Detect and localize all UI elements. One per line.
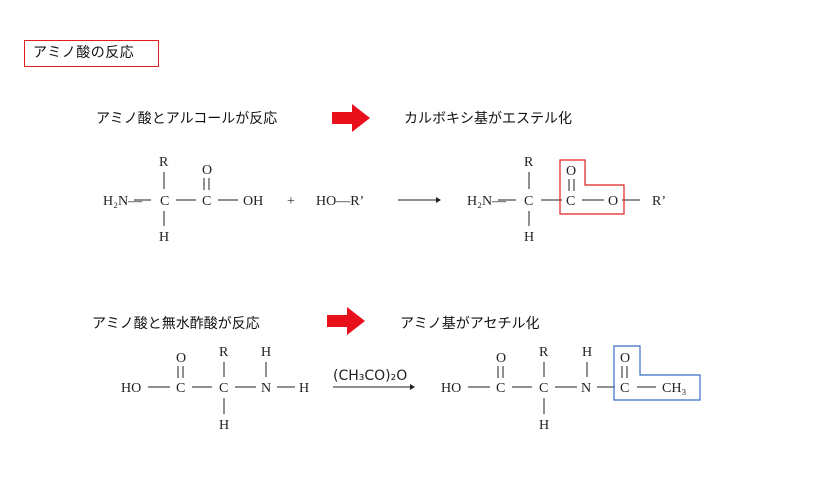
r2p-nitrogen: N <box>581 381 591 396</box>
r1-plus-sign: + <box>287 194 295 209</box>
r2-hydroxyl: HO <box>121 381 141 396</box>
r2p-acetyl-carbon: C <box>620 381 629 396</box>
r2p-carbonyl-carbon: C <box>496 381 505 396</box>
red-arrow-1 <box>332 104 370 132</box>
r1-r-group: R <box>159 155 169 170</box>
r2p-methyl: CH₃ <box>662 381 686 396</box>
r1-alcohol: HO—R’ <box>316 194 364 209</box>
r1-amine-group: H₂N— <box>103 194 143 209</box>
r2-amine-hydrogen-right: H <box>299 381 309 396</box>
r2-reagent: (CH₃CO)₂O <box>333 368 407 384</box>
r1p-r-prime: R’ <box>652 194 666 209</box>
r1-hydroxyl: OH <box>243 194 263 209</box>
r1p-carbonyl-carbon: C <box>566 194 575 209</box>
r2-amine-hydrogen-top: H <box>261 345 271 360</box>
r2p-alpha-carbon: C <box>539 381 548 396</box>
reaction1-result: カルボキシ基がエステル化 <box>404 111 572 127</box>
r1-alpha-carbon: C <box>160 194 169 209</box>
ester-highlight-box <box>559 159 625 215</box>
r1-alpha-hydrogen: H <box>159 230 169 245</box>
r2-alpha-carbon: C <box>219 381 228 396</box>
reaction1-caption: アミノ酸とアルコールが反応 <box>96 111 278 127</box>
reaction2-caption: アミノ酸と無水酢酸が反応 <box>92 316 260 332</box>
red-arrow-2 <box>327 307 365 335</box>
r1-carbonyl-carbon: C <box>202 194 211 209</box>
section-title: アミノ酸の反応 <box>24 40 159 67</box>
acetyl-highlight-box <box>613 345 701 401</box>
r1p-r-group: R <box>524 155 534 170</box>
r2-nitrogen: N <box>261 381 271 396</box>
r2p-acetyl-oxygen: O <box>620 351 630 366</box>
r1p-amine-group: H₂N— <box>467 194 507 209</box>
r2p-r-group: R <box>539 345 549 360</box>
r2-r-group: R <box>219 345 229 360</box>
r1p-carbonyl-oxygen: O <box>566 164 576 179</box>
r2p-carbonyl-oxygen: O <box>496 351 506 366</box>
r2p-hydroxyl: HO <box>441 381 461 396</box>
r1p-alpha-carbon: C <box>524 194 533 209</box>
r2-alpha-hydrogen: H <box>219 418 229 433</box>
r2-carbonyl-carbon: C <box>176 381 185 396</box>
reaction2-result: アミノ基がアセチル化 <box>400 316 540 332</box>
r2p-amine-hydrogen: H <box>582 345 592 360</box>
r1p-alpha-hydrogen: H <box>524 230 534 245</box>
r1p-ester-oxygen: O <box>608 194 618 209</box>
r1-carbonyl-oxygen: O <box>202 163 212 178</box>
r2p-alpha-hydrogen: H <box>539 418 549 433</box>
r2-carbonyl-oxygen: O <box>176 351 186 366</box>
